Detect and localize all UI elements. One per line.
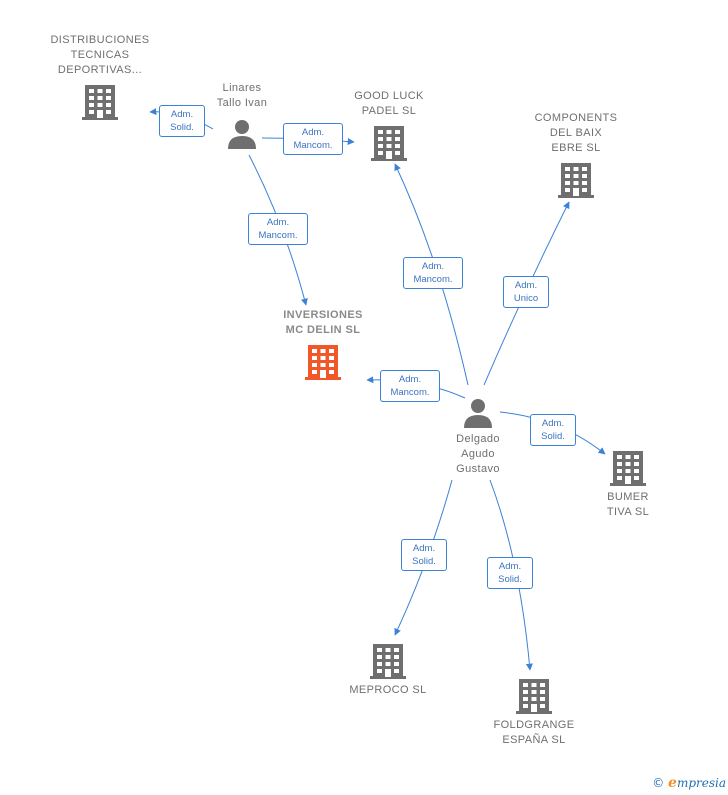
- role-line: Adm.: [541, 418, 565, 429]
- building-icon: [82, 85, 118, 120]
- node-inversiones[interactable]: INVERSIONES MC DELIN SL: [263, 308, 383, 381]
- node-meproco[interactable]: MEPROCO SL: [338, 642, 438, 698]
- node-label: BUMER TIVA SL: [607, 490, 649, 520]
- node-label: DISTRIBUCIONES TECNICAS DEPORTIVAS...: [50, 33, 149, 78]
- role-line: Adm.: [498, 561, 522, 572]
- role-line: Solid.: [412, 556, 436, 567]
- role-line: Unico: [513, 293, 539, 304]
- copyright-icon: ©: [652, 776, 665, 790]
- node-label: Linares Tallo Ivan: [217, 81, 267, 111]
- role-line: Adm.: [412, 543, 436, 554]
- label-line: DEPORTIVAS...: [57, 64, 143, 76]
- label-line: Linares: [222, 82, 262, 94]
- node-label: GOOD LUCK PADEL SL: [354, 89, 424, 119]
- role-line: Mancom.: [258, 230, 298, 241]
- role-line: Adm.: [266, 217, 290, 228]
- role-label-delgado-components[interactable]: Adm. Unico: [503, 276, 549, 308]
- building-icon: [305, 345, 341, 380]
- person-icon: [228, 120, 256, 149]
- role-line: Solid.: [541, 431, 565, 442]
- label-line: TECNICAS: [70, 49, 130, 61]
- node-goodluck[interactable]: GOOD LUCK PADEL SL: [339, 89, 439, 162]
- label-line: ESPAÑA SL: [502, 734, 566, 746]
- role-line: Solid.: [498, 574, 522, 585]
- node-label: Delgado Agudo Gustavo: [456, 432, 500, 477]
- label-line: FOLDGRANGE: [493, 719, 575, 731]
- role-line: Adm.: [421, 261, 445, 272]
- person-icon: [464, 399, 492, 428]
- building-icon: [371, 126, 407, 161]
- role-line: Mancom.: [293, 140, 333, 151]
- role-label-delgado-foldgrange[interactable]: Adm. Solid.: [487, 557, 533, 589]
- role-line: Adm.: [301, 127, 325, 138]
- label-line: INVERSIONES: [283, 309, 363, 321]
- node-linares[interactable]: Linares Tallo Ivan: [192, 81, 292, 151]
- label-line: MEPROCO SL: [349, 684, 427, 696]
- label-line: COMPONENTS: [534, 112, 618, 124]
- label-line: Agudo: [461, 448, 495, 460]
- role-label-delgado-goodluck[interactable]: Adm. Mancom.: [403, 257, 463, 289]
- role-line: Adm.: [170, 109, 194, 120]
- label-line: Delgado: [456, 433, 500, 445]
- label-line: PADEL SL: [361, 105, 417, 117]
- role-line: Mancom.: [413, 274, 453, 285]
- brand-footer: © empresia: [652, 775, 726, 791]
- role-label-linares-distribuciones[interactable]: Adm. Solid.: [159, 105, 205, 137]
- building-icon: [610, 451, 646, 486]
- building-icon: [558, 163, 594, 198]
- label-line: DISTRIBUCIONES: [50, 34, 150, 46]
- role-label-delgado-meproco[interactable]: Adm. Solid.: [401, 539, 447, 571]
- node-foldgrange[interactable]: FOLDGRANGE ESPAÑA SL: [479, 677, 589, 748]
- node-components[interactable]: COMPONENTS DEL BAIX EBRE SL: [516, 111, 636, 199]
- brand-name: mpresia: [676, 776, 726, 790]
- label-line: Gustavo: [456, 463, 500, 475]
- role-label-linares-inversiones[interactable]: Adm. Mancom.: [248, 213, 308, 245]
- label-line: Tallo Ivan: [216, 97, 268, 109]
- node-label: INVERSIONES MC DELIN SL: [283, 308, 363, 338]
- brand-initial: e: [668, 775, 677, 791]
- role-line: Mancom.: [390, 387, 430, 398]
- label-line: MC DELIN SL: [285, 324, 361, 336]
- role-label-delgado-inversiones[interactable]: Adm. Mancom.: [380, 370, 440, 402]
- label-line: EBRE SL: [551, 142, 601, 154]
- label-line: TIVA SL: [606, 506, 650, 518]
- node-label: COMPONENTS DEL BAIX EBRE SL: [535, 111, 618, 156]
- node-distribuciones[interactable]: DISTRIBUCIONES TECNICAS DEPORTIVAS...: [40, 33, 160, 121]
- node-label: MEPROCO SL: [349, 683, 426, 698]
- building-icon: [516, 679, 552, 714]
- role-label-linares-goodluck[interactable]: Adm. Mancom.: [283, 123, 343, 155]
- role-line: Solid.: [170, 122, 194, 133]
- role-label-delgado-bumer[interactable]: Adm. Solid.: [530, 414, 576, 446]
- label-line: DEL BAIX: [549, 127, 603, 139]
- node-label: FOLDGRANGE ESPAÑA SL: [493, 718, 574, 748]
- node-bumer[interactable]: BUMER TIVA SL: [588, 449, 668, 520]
- label-line: BUMER: [607, 491, 649, 503]
- label-line: GOOD LUCK: [354, 90, 424, 102]
- role-line: Adm.: [514, 280, 538, 291]
- building-icon: [370, 644, 406, 679]
- role-line: Adm.: [398, 374, 422, 385]
- node-delgado[interactable]: Delgado Agudo Gustavo: [428, 396, 528, 477]
